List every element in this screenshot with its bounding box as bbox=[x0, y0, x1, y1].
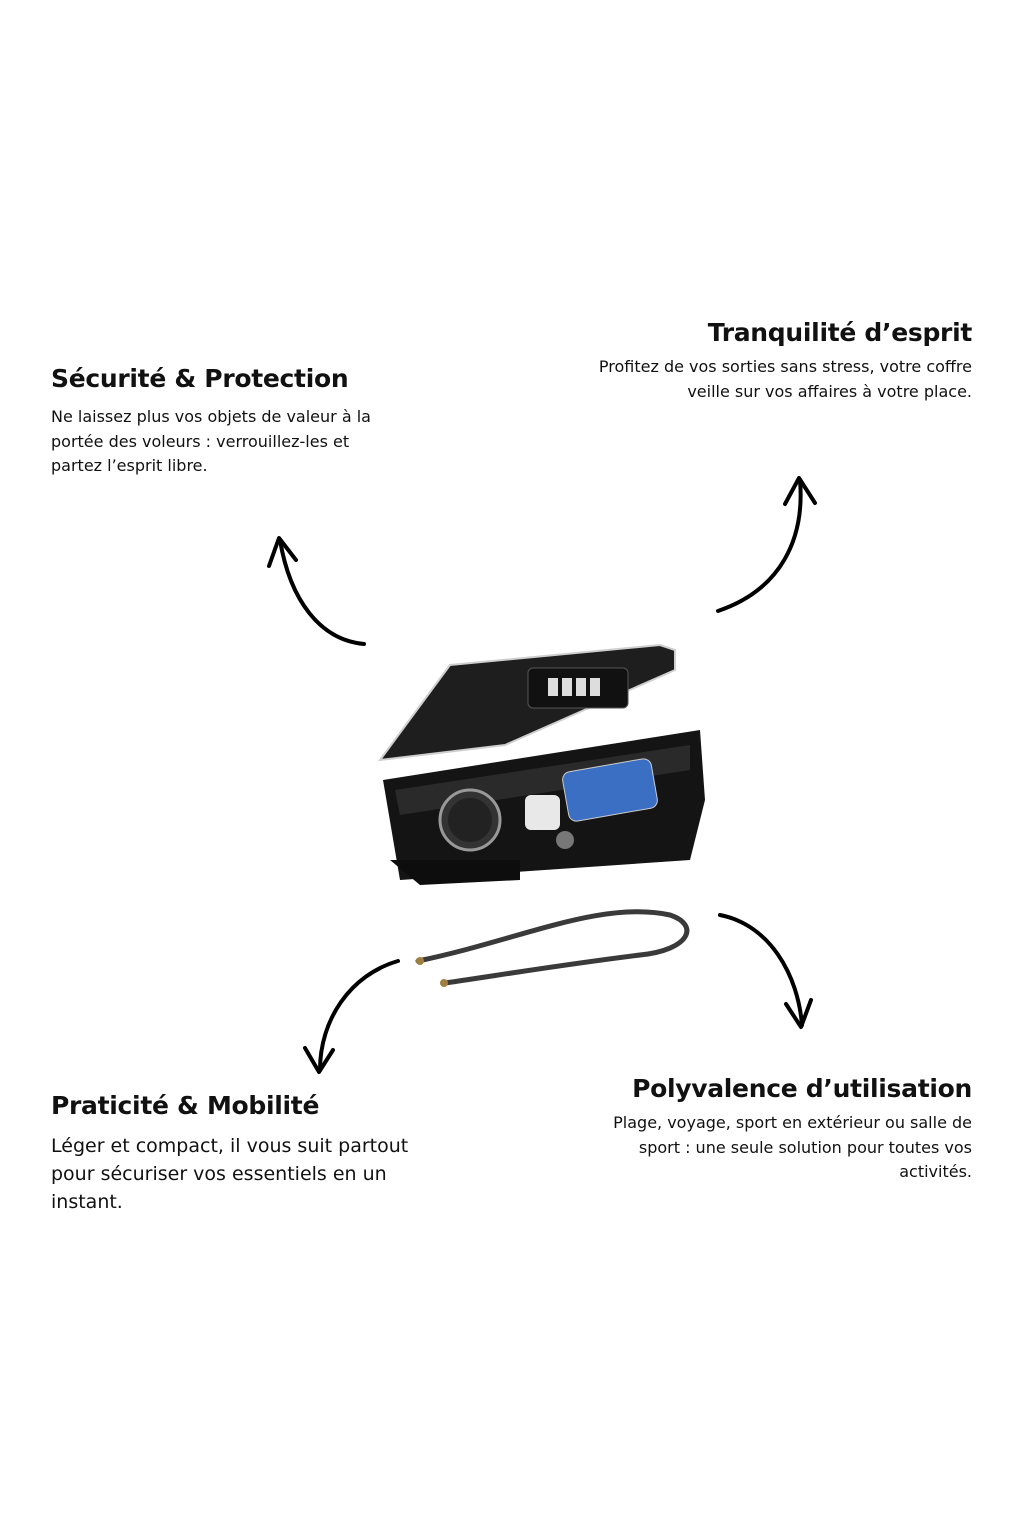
phone-icon bbox=[562, 758, 658, 822]
feature-title: Praticité & Mobilité bbox=[51, 1091, 320, 1120]
feature-title: Tranquilité d’esprit bbox=[707, 318, 973, 347]
lock-knob-icon bbox=[556, 831, 574, 849]
combination-dials-icon bbox=[548, 678, 600, 696]
feature-text: Plage, voyage, sport en extérieur ou sal… bbox=[613, 1113, 972, 1181]
feature-text: Profitez de vos sorties sans stress, vot… bbox=[598, 357, 972, 401]
security-cable-image bbox=[415, 909, 690, 987]
feature-title: Sécurité & Protection bbox=[51, 364, 349, 393]
arrow-bottom-left-icon bbox=[303, 959, 400, 1074]
arrow-bottom-right-icon bbox=[718, 913, 813, 1029]
feature-title: Polyvalence d’utilisation bbox=[632, 1074, 972, 1103]
feature-security: Sécurité & Protection Ne laissez plus vo… bbox=[51, 364, 396, 479]
feature-mobility: Praticité & Mobilité Léger et compact, i… bbox=[51, 1091, 451, 1216]
earbuds-case-icon bbox=[525, 795, 560, 830]
feature-text: Léger et compact, il vous suit partout p… bbox=[51, 1135, 409, 1213]
feature-peace-of-mind: Tranquilité d’esprit Profitez de vos sor… bbox=[592, 318, 972, 404]
feature-text: Ne laissez plus vos objets de valeur à l… bbox=[51, 407, 371, 475]
arrow-top-left-icon bbox=[267, 536, 366, 646]
lockbox-image bbox=[377, 643, 705, 885]
feature-versatility: Polyvalence d’utilisation Plage, voyage,… bbox=[572, 1074, 972, 1185]
arrow-top-right-icon bbox=[716, 476, 817, 613]
